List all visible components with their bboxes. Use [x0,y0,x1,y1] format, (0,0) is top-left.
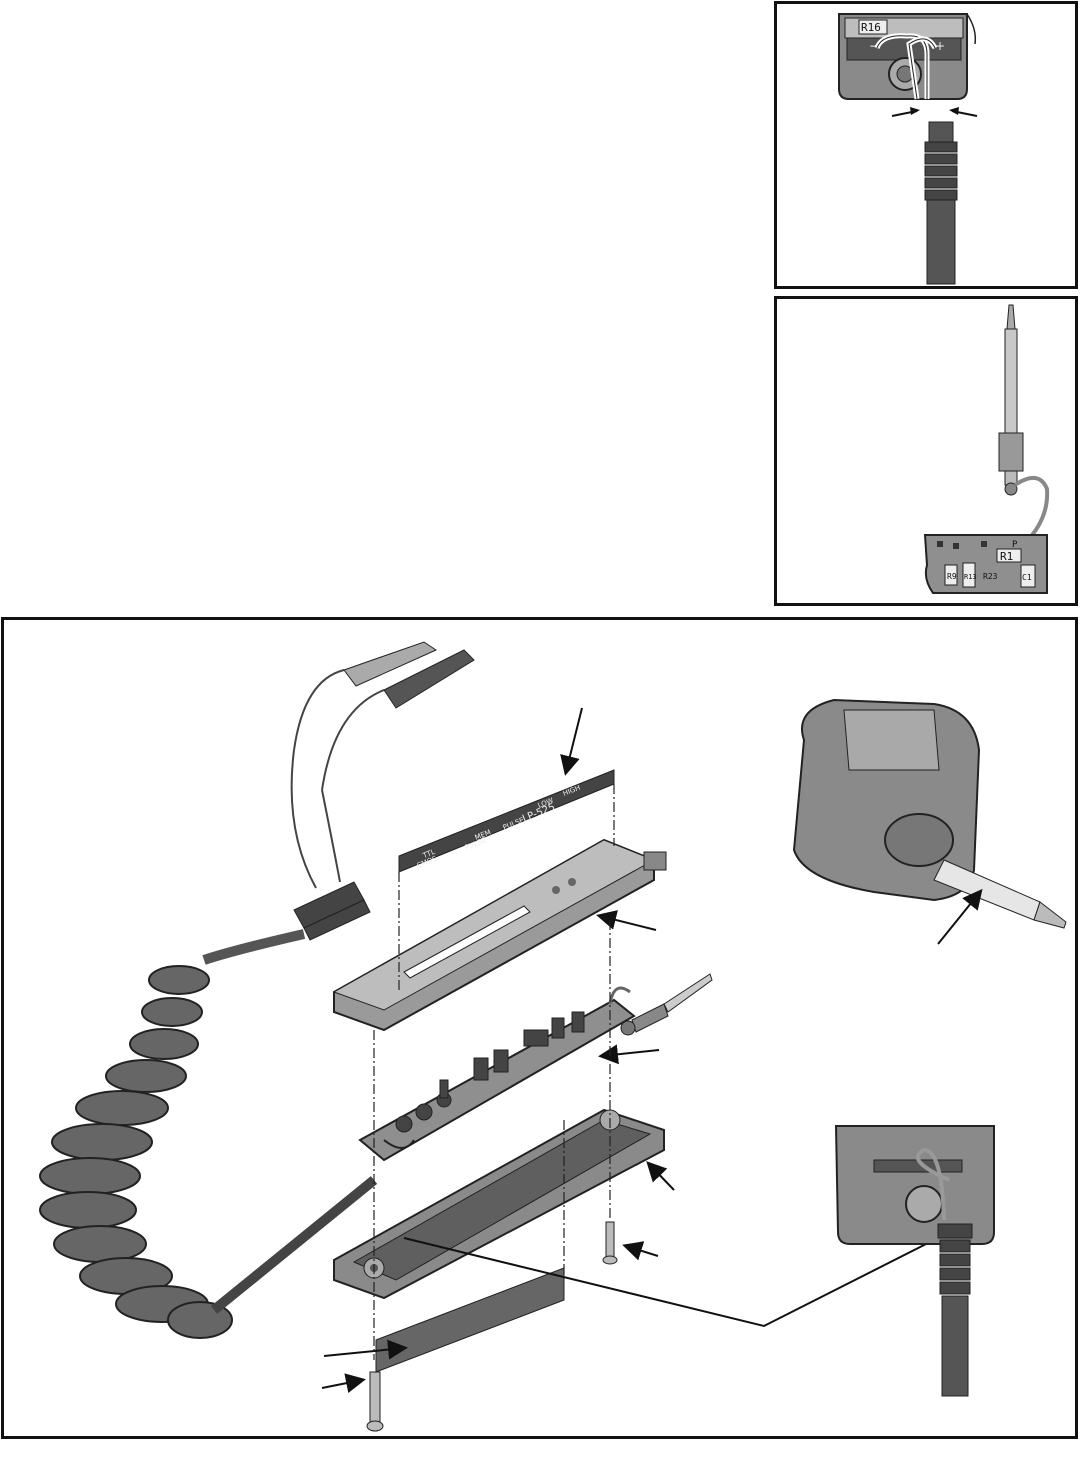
resistor-label-r1: R1 [1000,550,1013,563]
exploded-assembly-panel: LP-525 HIGH LOW PULSE MEM PULSE TTL CMOS [1,617,1078,1439]
lead-strain-relief [293,881,371,941]
logic-probe-exploded-view: LP-525 HIGH LOW PULSE MEM PULSE TTL CMOS [39,641,1067,1432]
capacitor-label-c1: C1 [1022,573,1032,582]
screw-rear [602,1221,618,1265]
coiled-cord [39,929,378,1339]
pad-label-p: P [1012,540,1018,550]
detail-panel-probe-tip: R1 R9 R13 R23 C1 P [774,296,1078,606]
probe-tip-assembly [620,973,713,1036]
resistor-label-r13: R13 [964,573,977,581]
resistor-label-r9: R9 [947,572,957,581]
probe-cap-detail [792,698,1067,929]
screw-front [366,1371,384,1432]
resistor-label-r23: R23 [983,572,998,581]
resistor-label-r16: R16 [861,21,881,34]
alligator-clip-leads [290,641,475,889]
polarity-plus: + [935,39,945,53]
probe-tip-detail-illustration: R1 R9 R13 R23 C1 P [923,304,1050,594]
detail-panel-wire-strain-relief: R16 − + [774,1,1078,289]
cord-entry-detail [834,1125,995,1397]
bottom-label [375,1267,565,1373]
circuit-board [358,986,636,1162]
callout-leader-line [403,1237,935,1328]
alignment-lines [373,784,615,1360]
polarity-minus: − [869,39,879,53]
strain-relief-detail-illustration: R16 − + [838,13,978,285]
top-housing [332,838,667,1032]
